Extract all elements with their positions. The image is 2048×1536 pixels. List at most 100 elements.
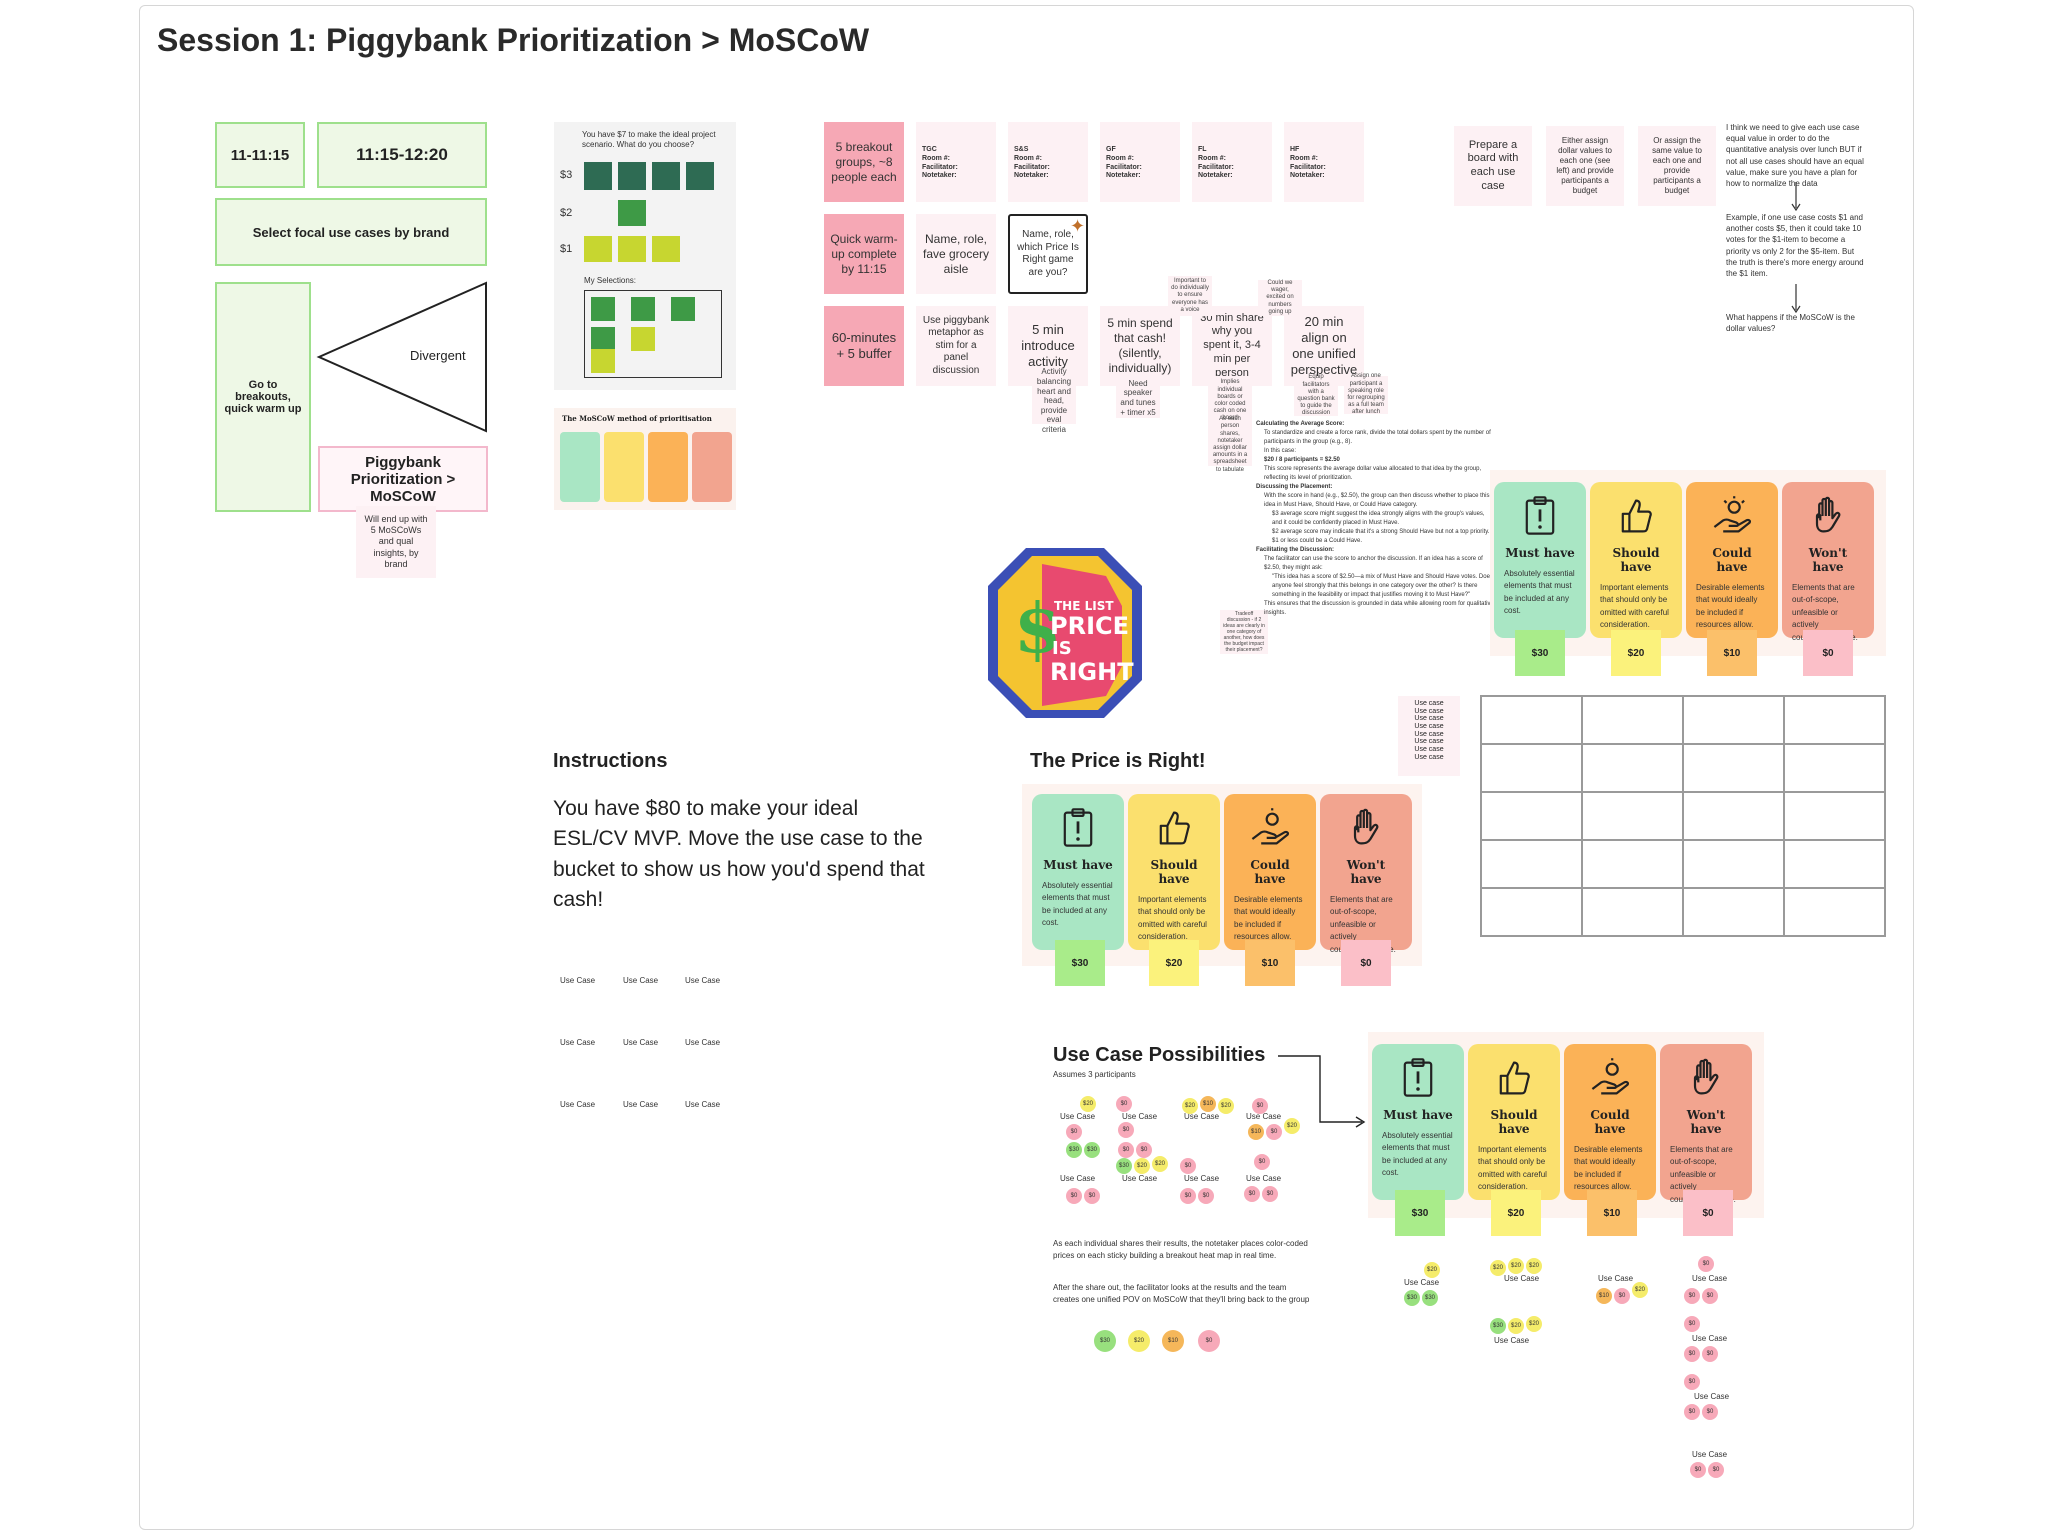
price-dot[interactable]: $20 <box>1526 1316 1542 1332</box>
price-dot[interactable]: $0 <box>1684 1374 1700 1390</box>
scenario-tile[interactable] <box>584 236 612 262</box>
use-case-item[interactable]: Use Case <box>685 1100 721 1109</box>
use-case-item[interactable]: Use Case <box>1184 1174 1220 1183</box>
price-dot[interactable]: $0 <box>1702 1404 1718 1420</box>
introduce-sticky[interactable]: 5 min introduce activity <box>1008 306 1088 386</box>
price-dot[interactable]: $0 <box>1708 1462 1724 1478</box>
price-dot[interactable]: $0 <box>1614 1288 1630 1304</box>
could-wager-note[interactable]: Could we wager, excited on numbers going… <box>1258 280 1302 316</box>
tradeoff-note[interactable]: Tradeoff discussion - if 2 ideas are cle… <box>1220 610 1268 654</box>
price-dot[interactable]: $20 <box>1526 1258 1542 1274</box>
price-dot[interactable]: $0 <box>1118 1122 1134 1138</box>
price-dot[interactable]: $0 <box>1698 1256 1714 1272</box>
price-dot[interactable]: $0 <box>1702 1346 1718 1362</box>
scenario-tile[interactable] <box>686 162 714 190</box>
price-dot[interactable]: $0 <box>1136 1142 1152 1158</box>
name-role-price-sticky[interactable]: Name, role, which Price Is Right game ar… <box>1008 214 1088 294</box>
could-have-card[interactable]: Could have Desirable elements that would… <box>1224 794 1316 950</box>
need-speaker-note[interactable]: Need speaker and tunes + timer x5 <box>1116 378 1160 418</box>
price-dot[interactable]: $20 <box>1134 1158 1150 1174</box>
price-dot[interactable]: $30 <box>1116 1158 1132 1174</box>
legend-dot-0[interactable]: $0 <box>1198 1330 1220 1352</box>
could-have-card[interactable]: Could have Desirable elements that would… <box>1686 482 1778 638</box>
equip-note[interactable]: Equip facilitators with a question bank … <box>1294 374 1338 416</box>
price-dot[interactable]: $0 <box>1066 1188 1082 1204</box>
spend-sticky[interactable]: 5 min spend that cash! (silently, indivi… <box>1100 306 1180 386</box>
align-sticky[interactable]: 20 min align on one unified perspective <box>1284 306 1364 386</box>
select-use-cases-box[interactable]: Select focal use cases by brand <box>215 198 487 266</box>
price-dot[interactable]: $0 <box>1262 1186 1278 1202</box>
time-box-2[interactable]: 11:15-12:20 <box>317 122 487 188</box>
price-dot[interactable]: $0 <box>1684 1404 1700 1420</box>
price-dot[interactable]: $0 <box>1066 1124 1082 1140</box>
legend-dot-20[interactable]: $20 <box>1128 1330 1150 1352</box>
price-dot[interactable]: $20 <box>1508 1318 1524 1334</box>
price-dot[interactable]: $0 <box>1702 1288 1718 1304</box>
scenario-tile[interactable] <box>652 236 680 262</box>
use-case-item[interactable]: Use Case <box>1122 1112 1158 1121</box>
as-each-person-note[interactable]: As each person shares, notetaker assign … <box>1208 416 1252 473</box>
use-case-item[interactable]: Use Case <box>1060 1174 1096 1183</box>
fl-sticky[interactable]: FL Room #: Facilitator: Notetaker: <box>1192 122 1272 202</box>
price-dot[interactable]: $30 <box>1084 1142 1100 1158</box>
price-dot[interactable]: $0 <box>1116 1096 1132 1112</box>
price-dot[interactable]: $0 <box>1266 1124 1282 1140</box>
gf-sticky[interactable]: GF Room #: Facilitator: Notetaker: <box>1100 122 1180 202</box>
must-have-card[interactable]: Must have Absolutely essential elements … <box>1032 794 1124 950</box>
moscow-thumbnail[interactable]: The MoSCoW method of prioritisation <box>554 408 736 510</box>
use-case-item[interactable]: Use Case <box>685 1038 721 1047</box>
scenario-tile[interactable] <box>618 200 646 226</box>
price-tag-0[interactable]: $0 <box>1341 940 1391 986</box>
use-case-item[interactable]: Use Case <box>623 1100 659 1109</box>
must-have-card[interactable]: Must have Absolutely essential elements … <box>1494 482 1586 638</box>
sixty-minutes-sticky[interactable]: 60-minutes + 5 buffer <box>824 306 904 386</box>
use-case-item[interactable]: Use Case <box>1184 1112 1220 1121</box>
use-case-item[interactable]: Use Case <box>623 1038 659 1047</box>
or-sticky[interactable]: Or assign the same value to each one and… <box>1638 126 1716 206</box>
divergent-triangle[interactable] <box>316 281 488 433</box>
price-dot[interactable]: $20 <box>1182 1098 1198 1114</box>
tgc-sticky[interactable]: TGC Room #: Facilitator: Notetaker: <box>916 122 996 202</box>
implies-boards-note[interactable]: Implies individual boards or color coded… <box>1208 376 1252 426</box>
use-case-item[interactable]: Use Case <box>1504 1274 1540 1283</box>
use-case-item[interactable]: Use Case <box>1692 1334 1728 1343</box>
price-dot[interactable]: $10 <box>1200 1096 1216 1112</box>
price-dot[interactable]: $0 <box>1244 1186 1260 1202</box>
price-tag-0[interactable]: $0 <box>1803 630 1853 676</box>
warmup-sticky[interactable]: Quick warm-up complete by 11:15 <box>824 214 904 294</box>
price-tag-10[interactable]: $10 <box>1245 940 1295 986</box>
use-case-item[interactable]: Use Case <box>685 976 721 985</box>
price-dot[interactable]: $0 <box>1684 1316 1700 1332</box>
price-dot[interactable]: $20 <box>1632 1282 1648 1298</box>
price-dot[interactable]: $0 <box>1180 1158 1196 1174</box>
price-tag-30[interactable]: $30 <box>1515 630 1565 676</box>
legend-dot-30[interactable]: $30 <box>1094 1330 1116 1352</box>
breakout-groups-sticky[interactable]: 5 breakout groups, ~8 people each <box>824 122 904 202</box>
should-have-card[interactable]: Should have Important elements that shou… <box>1128 794 1220 950</box>
price-dot[interactable]: $20 <box>1218 1098 1234 1114</box>
piggybank-box[interactable]: Piggybank Prioritization > MoSCoW <box>318 446 488 512</box>
use-case-item[interactable]: Use Case <box>1404 1278 1440 1287</box>
legend-dot-10[interactable]: $10 <box>1162 1330 1184 1352</box>
hf-sticky[interactable]: HF Room #: Facilitator: Notetaker: <box>1284 122 1364 202</box>
assign-one-note[interactable]: Assign one participant a speaking role f… <box>1344 373 1388 415</box>
use-case-item[interactable]: Use Case <box>1060 1112 1096 1121</box>
use-case-item[interactable]: Use Case <box>560 1100 596 1109</box>
scenario-card[interactable]: You have $7 to make the ideal project sc… <box>554 122 736 390</box>
end-up-note[interactable]: Will end up with 5 MoSCoWs and qual insi… <box>356 506 436 578</box>
scenario-tile[interactable] <box>584 162 612 190</box>
time-box-1[interactable]: 11-11:15 <box>215 122 305 188</box>
price-dot[interactable]: $30 <box>1066 1142 1082 1158</box>
price-dot[interactable]: $20 <box>1508 1258 1524 1274</box>
use-case-item[interactable]: Use Case <box>1246 1174 1282 1183</box>
price-dot[interactable]: $20 <box>1080 1096 1096 1112</box>
price-dot[interactable]: $30 <box>1404 1290 1420 1306</box>
breakouts-box[interactable]: Go to breakouts, quick warm up <box>215 282 311 512</box>
use-case-item[interactable]: Use Case <box>560 1038 596 1047</box>
calculation-document[interactable]: Calculating the Average Score: To standa… <box>1256 420 1496 660</box>
price-dot[interactable]: $10 <box>1596 1288 1612 1304</box>
use-case-item[interactable]: Use Case <box>1494 1336 1530 1345</box>
ss-sticky[interactable]: S&S Room #: Facilitator: Notetaker: <box>1008 122 1088 202</box>
scenario-tile[interactable] <box>618 236 646 262</box>
